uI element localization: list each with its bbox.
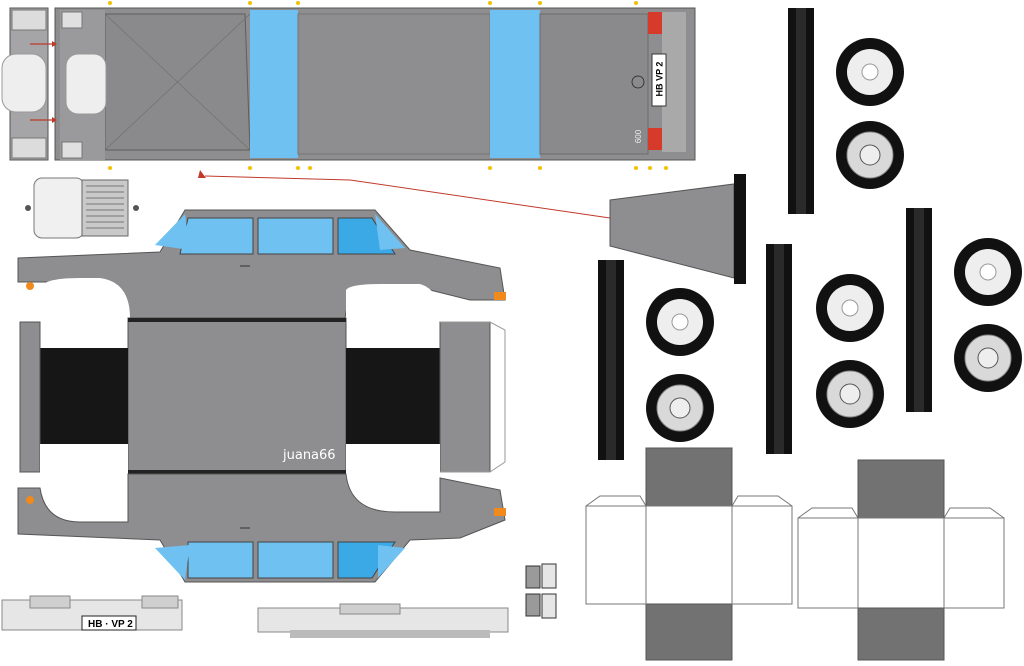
car-top-view-part	[54, 1, 696, 170]
model-badge: 600	[634, 129, 644, 144]
wheel-hubcap-3	[816, 360, 884, 428]
tyre-strip-1	[788, 8, 814, 214]
rear-plate-text: HB VP 2	[654, 62, 664, 97]
wheel-hubcap-1	[836, 121, 904, 189]
mirror-parts	[525, 563, 557, 619]
wheel-plain-1	[836, 38, 904, 106]
wheel-hubcap-4	[954, 324, 1022, 392]
front-bumper-piece	[1, 7, 57, 161]
tyre-strip-3	[766, 244, 792, 454]
wheel-plain-3	[816, 274, 884, 342]
wheel-plain-2	[646, 288, 714, 356]
rear-plate-part-2: VP 2	[654, 61, 665, 81]
rear-window-top	[490, 10, 540, 158]
tyre-strip-2	[598, 260, 624, 460]
wheel-hubcap-2	[646, 374, 714, 442]
star-emblem-icon	[631, 75, 645, 89]
windshield-top	[250, 10, 298, 158]
axle-box-left	[585, 447, 793, 661]
author-signature: juana66	[283, 448, 336, 463]
tapered-part	[609, 174, 746, 284]
tyre-strip-4	[906, 208, 932, 412]
grille-part	[25, 177, 139, 239]
wheel-plain-4	[954, 238, 1022, 306]
rear-plate-part-1: HB	[654, 83, 665, 97]
assembly-arrow	[198, 170, 611, 219]
plate-front: HB · VP 2	[88, 619, 133, 630]
bumper-parts-bottom: HB · VP 2	[1, 595, 509, 638]
car-body-net	[17, 209, 506, 583]
axle-box-right	[797, 459, 1005, 661]
